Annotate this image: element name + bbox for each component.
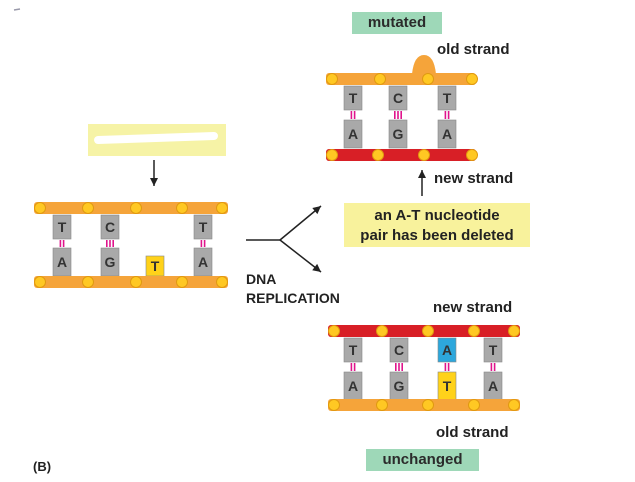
mutated-pair-2-bottom-base-letter: G (393, 126, 404, 142)
old-strand-bottom-label: old strand (436, 424, 509, 441)
mutated-new-strand-node (466, 149, 478, 161)
original-pair-1-hbonds (59, 240, 65, 247)
mutated-pair-3-top-base-letter: T (443, 90, 452, 106)
mutated-pair-3-bottom-base-letter: A (442, 126, 452, 142)
original-top-strand-node (176, 202, 188, 214)
replication-label-line2: REPLICATION (246, 290, 340, 306)
unpaired-base-letter: T (151, 258, 160, 274)
mutated-new-strand (326, 149, 476, 161)
mutated-pair-1-top-base (343, 85, 363, 111)
replication-arrow-down-head (312, 263, 321, 272)
unchanged-old-strand-node (422, 399, 434, 411)
new-strand-bottom-label: new strand (433, 299, 513, 316)
unchanged-pair-1-hbonds (350, 363, 356, 371)
replication-label-line1: DNA (246, 271, 277, 287)
unchanged-pair-3-hbonds (444, 363, 450, 371)
deletion-note: an A-T nucleotide pair has been deleted (344, 203, 530, 247)
mutated-pair-1-bottom-base (343, 119, 363, 149)
unchanged-new-strand-node (328, 325, 340, 337)
original-top-strand-node (216, 202, 228, 214)
original-top-strand-node (34, 202, 46, 214)
original-pair-1-bottom-base-letter: A (57, 254, 67, 270)
deletion-note-line1: an A-T nucleotide (374, 207, 500, 224)
mutated-pair-2-top-base-letter: C (393, 90, 403, 106)
replication-arrow-up-head (312, 206, 321, 215)
note-arrow-head (418, 170, 426, 178)
mutated-new-strand-node (372, 149, 384, 161)
original-pair-3-top-base (193, 214, 213, 240)
original-pair-3-hbonds (200, 240, 206, 247)
mutated-pair-3-top-base (437, 85, 457, 111)
original-pair-2-bottom-base-letter: G (105, 254, 116, 270)
unchanged-pair-2-hbonds (394, 363, 404, 371)
mutated-old-strand (326, 73, 476, 85)
mutated-new-strand-node (326, 149, 338, 161)
mutated-old-strand-node (422, 73, 434, 85)
original-top-strand-node (130, 202, 142, 214)
original-bottom-strand-node (216, 276, 228, 288)
old-strand-top-label: old strand (437, 41, 510, 58)
unchanged-pair-2-top-base-letter: C (394, 342, 404, 358)
unchanged-new-strand-node (376, 325, 388, 337)
original-bottom-strand-node (34, 276, 46, 288)
unchanged-old-strand-node (376, 399, 388, 411)
unchanged-pair-3-bottom-base-letter: T (443, 378, 452, 394)
mutated-old-strand-bulge (412, 55, 436, 74)
unchanged-pair-3-top-base (437, 337, 457, 363)
mutated-pair-3-hbonds (444, 111, 450, 119)
mutated-old-strand-node (466, 73, 478, 85)
unchanged-new-strand-node (422, 325, 434, 337)
mutated-pair-2-top-base (388, 85, 408, 111)
original-pair-3-top-base-letter: T (199, 219, 208, 235)
down-arrow-head (150, 178, 158, 186)
mutated-new-strand-node (418, 149, 430, 161)
new-strand-top-label: new strand (434, 170, 514, 187)
original-pair-2-top-base (100, 214, 120, 240)
original-pair-3-bottom-base-letter: A (198, 254, 208, 270)
unchanged-pair-4-hbonds (490, 363, 496, 371)
mutated-pair-1-hbonds (350, 111, 356, 119)
unchanged-pair-4-bottom-base-letter: A (488, 378, 498, 394)
replication-arrow-down (279, 239, 322, 273)
mutated-pair-2-bottom-base (388, 119, 408, 149)
unchanged-pair-3-top-base-letter: A (442, 342, 452, 358)
original-bottom-strand-node (130, 276, 142, 288)
unchanged-new-strand-node (468, 325, 480, 337)
replication-arrow-up (279, 205, 322, 241)
unchanged-tag: unchanged (366, 449, 479, 471)
original-bottom-strand-node (82, 276, 94, 288)
unchanged-pair-2-bottom-base-letter: G (394, 378, 405, 394)
unchanged-old-strand-node (328, 399, 340, 411)
original-top-strand-node (82, 202, 94, 214)
stray-mark (13, 8, 21, 11)
original-pair-2-hbonds (106, 240, 114, 247)
original-bottom-strand-node (176, 276, 188, 288)
panel-caption: (B) (33, 459, 52, 474)
unchanged-pair-2-top-base (389, 337, 409, 363)
original-pair-1-top-base-letter: T (58, 219, 67, 235)
mutated-old-strand-node (326, 73, 338, 85)
original-pair-1-top-base (52, 214, 72, 240)
mutated-old-strand-node (374, 73, 386, 85)
unchanged-pair-4-top-base (483, 337, 503, 363)
mutated-pair-2-hbonds (393, 111, 403, 119)
unchanged-old-strand-node (508, 399, 520, 411)
unchanged-old-strand-node (468, 399, 480, 411)
unchanged-new-strand-node (508, 325, 520, 337)
unchanged-pair-1-bottom-base-letter: A (348, 378, 358, 394)
unchanged-pair-1-top-base (343, 337, 363, 363)
mutated-pair-3-bottom-base (437, 119, 457, 149)
mutated-pair-1-bottom-base-letter: A (348, 126, 358, 142)
original-pair-2-top-base-letter: C (105, 219, 115, 235)
unchanged-pair-4-top-base-letter: T (489, 342, 498, 358)
mutated-pair-1-top-base-letter: T (349, 90, 358, 106)
deletion-note-line2: pair has been deleted (360, 227, 514, 244)
obscured-label (88, 124, 226, 156)
mutated-tag: mutated (352, 12, 442, 34)
unchanged-pair-1-top-base-letter: T (349, 342, 358, 358)
